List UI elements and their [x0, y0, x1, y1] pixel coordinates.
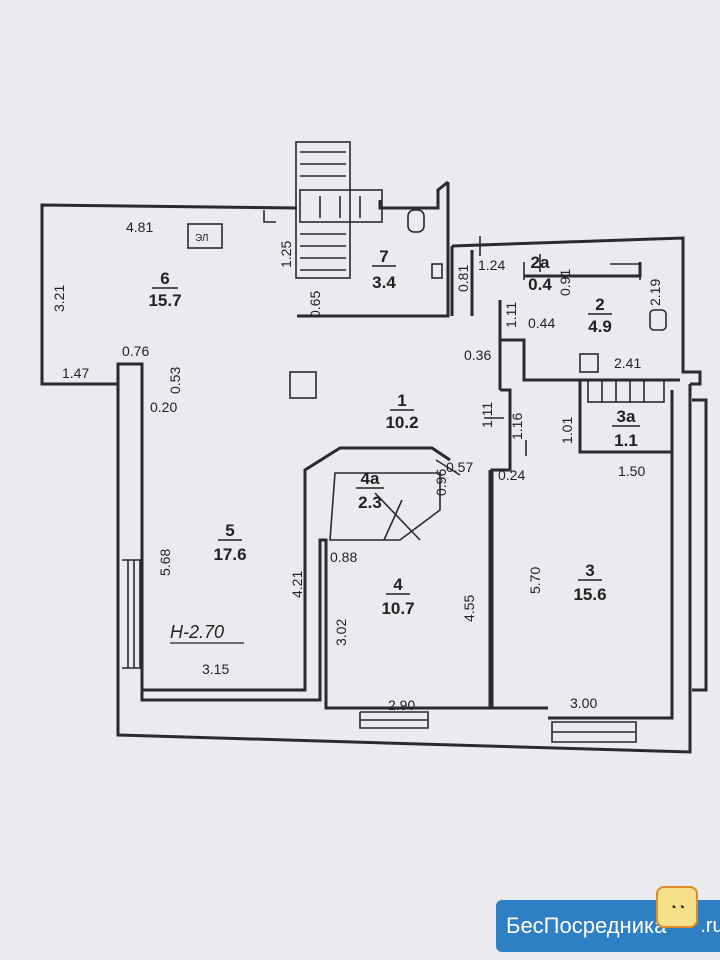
dimension-label: 5.68: [157, 549, 173, 576]
room-number-4a: 4а: [361, 469, 380, 488]
dimension-label: 0.53: [167, 367, 183, 394]
dimension-label: 1.24: [478, 257, 505, 273]
room-area-5: 17.6: [213, 545, 246, 564]
door-room-6: [263, 210, 276, 223]
room-number-2a: 2а: [531, 253, 550, 272]
room-number-2: 2: [595, 295, 604, 314]
stair-block: [295, 141, 351, 279]
stair-steps: [300, 151, 361, 271]
dimension-label: 3.00: [570, 695, 597, 711]
wall-room-3-right: [636, 390, 674, 720]
dimension-label: 0.76: [122, 343, 149, 359]
wall-room-2-bottom: [500, 338, 680, 382]
wall-hall: [140, 446, 451, 700]
dimension-label: 1.16: [509, 413, 525, 440]
bathtub-room-2: [523, 262, 641, 280]
wall-room-3a: [578, 380, 672, 454]
sink-room-7: [431, 263, 443, 279]
dimension-label: 2.41: [614, 355, 641, 371]
room-number-3a: 3а: [617, 407, 636, 426]
window-room-5: [122, 559, 141, 669]
stair-landing: [299, 189, 383, 223]
shelves-room-3a: [587, 379, 665, 403]
closet-4a: [329, 472, 441, 541]
dimension-label: 3.02: [333, 619, 349, 646]
stairs: [295, 141, 383, 279]
mascot-icon: ◔◔: [656, 886, 698, 928]
dimension-label: 0.57: [446, 459, 473, 475]
wall-neighbor-right: [692, 398, 708, 692]
shelf-dividers: [601, 380, 645, 402]
window-room-4: [359, 711, 429, 729]
room-area-2a: 0.4: [528, 275, 552, 294]
dimension-label: 0.24: [498, 467, 525, 483]
toilet-room-7: [407, 209, 425, 233]
dimension-label: 0.96: [433, 469, 449, 496]
wall-room-7: [297, 182, 450, 318]
room-area-6: 15.7: [148, 291, 181, 310]
shaft-square: [289, 371, 317, 399]
dimension-label: 1.11: [479, 402, 495, 428]
room-area-3: 15.6: [573, 585, 606, 604]
dimension-label: 0.20: [150, 399, 177, 415]
dimension-label: 4.55: [461, 595, 477, 622]
watermark-logo: БесПосредника ◔◔ .ru: [496, 886, 720, 952]
dimension-label: 0.81: [455, 265, 471, 292]
ceiling-height-note: H-2.70: [170, 622, 224, 642]
room-number-6: 6: [160, 269, 169, 288]
room-area-4a: 2.3: [358, 493, 382, 512]
dimension-label: 0.88: [330, 549, 357, 565]
dimension-label: 1.50: [618, 463, 645, 479]
room-number-7: 7: [379, 247, 388, 266]
walls: [40, 180, 708, 754]
wall-room-5-4: [116, 362, 492, 710]
room-number-5: 5: [225, 521, 234, 540]
fixtures: [122, 209, 667, 743]
room-area-4: 10.7: [381, 599, 414, 618]
door-room-4a: [435, 459, 461, 476]
room-number-4: 4: [393, 575, 403, 594]
dimension-label: 1.47: [62, 365, 89, 381]
room-number-3: 3: [585, 561, 594, 580]
dimension-label: 4.21: [289, 571, 305, 598]
outer-frame: [116, 384, 692, 754]
dimension-label: 2.19: [647, 279, 663, 306]
dimension-label: 1.01: [559, 417, 575, 444]
toilet-room-2: [649, 309, 667, 331]
dimension-label: 4.81: [126, 219, 153, 235]
dimension-label: 1.25: [278, 241, 294, 268]
room-labels: 6 15.7 7 3.4 2а 0.4 2 4.9 1 10.2 3а 1.1 …: [148, 233, 640, 644]
room-area-3a: 1.1: [614, 431, 638, 450]
watermark-text: БесПосредника: [506, 913, 667, 938]
window-room-3: [551, 721, 637, 743]
tick-marks: [479, 236, 541, 456]
room-area-2: 4.9: [588, 317, 612, 336]
door-swing-4a: [374, 492, 421, 541]
dimension-label: 0.91: [557, 269, 573, 296]
dimension-label: 3.15: [202, 661, 229, 677]
dimension-label: 0.44: [528, 315, 555, 331]
room-area-7: 3.4: [372, 273, 396, 292]
room-area-1: 10.2: [385, 413, 418, 432]
dimension-label: 5.70: [527, 567, 543, 594]
wall-room-3-left: [490, 388, 548, 710]
wall-room-7-top: [378, 180, 449, 210]
wall-room-2: [451, 236, 702, 386]
dimension-label: 1.11: [503, 302, 519, 328]
wall-room-6: [40, 203, 298, 386]
elevator-label: ЭЛ: [195, 233, 208, 244]
washbasin-room-2: [579, 353, 599, 373]
room-number-1: 1: [397, 391, 406, 410]
dimension-label: 0.65: [307, 291, 323, 318]
watermark-suffix: .ru: [700, 914, 720, 937]
dimension-label: 3.21: [51, 285, 67, 312]
elevator-box: [187, 223, 223, 249]
dimension-label: 0.36: [464, 347, 491, 363]
dimension-labels: 4.81 1.25 3.21 1.47 0.76 0.53 0.20 0.65 …: [51, 219, 663, 713]
dimension-label: 2.90: [388, 697, 415, 713]
